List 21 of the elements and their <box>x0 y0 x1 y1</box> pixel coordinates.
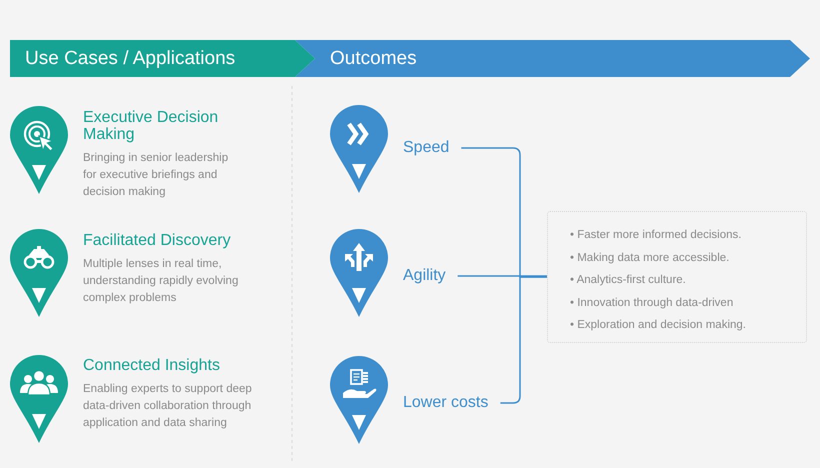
list-item: • Faster more informed decisions. <box>570 228 742 243</box>
list-item: • Innovation through data-driven <box>570 296 734 310</box>
banner-title: Use Cases / Applications <box>25 47 236 71</box>
list-item: • Analytics-first culture. <box>570 273 687 288</box>
item-heading: Connected Insights <box>83 357 221 374</box>
item-description: Enabling experts to support deep data-driven collaboration through application and data sharing <box>83 382 253 431</box>
connector-line <box>500 276 547 404</box>
outcome-list-box <box>547 211 807 343</box>
connector-line <box>458 275 547 277</box>
outcome-label: Speed <box>403 139 450 157</box>
outcome-label: Lower costs <box>403 394 488 412</box>
banner-title: Outcomes <box>330 47 417 71</box>
list-item: • Making data more accessible. <box>570 250 730 266</box>
chevron-banner <box>10 40 315 77</box>
item-description: Multiple lenses in real time, understanding rapidly evolving complex problems <box>83 257 240 306</box>
list-item: • Exploration and decision making. <box>570 318 747 333</box>
outcome-label: Agility <box>403 267 446 285</box>
item-heading: Executive Decision Making <box>83 109 220 143</box>
item-heading: Facilitated Discovery <box>83 232 232 249</box>
chevron-banner <box>295 40 810 77</box>
item-description: Bringing in senior leadership for executive briefings and decision making <box>83 151 230 200</box>
